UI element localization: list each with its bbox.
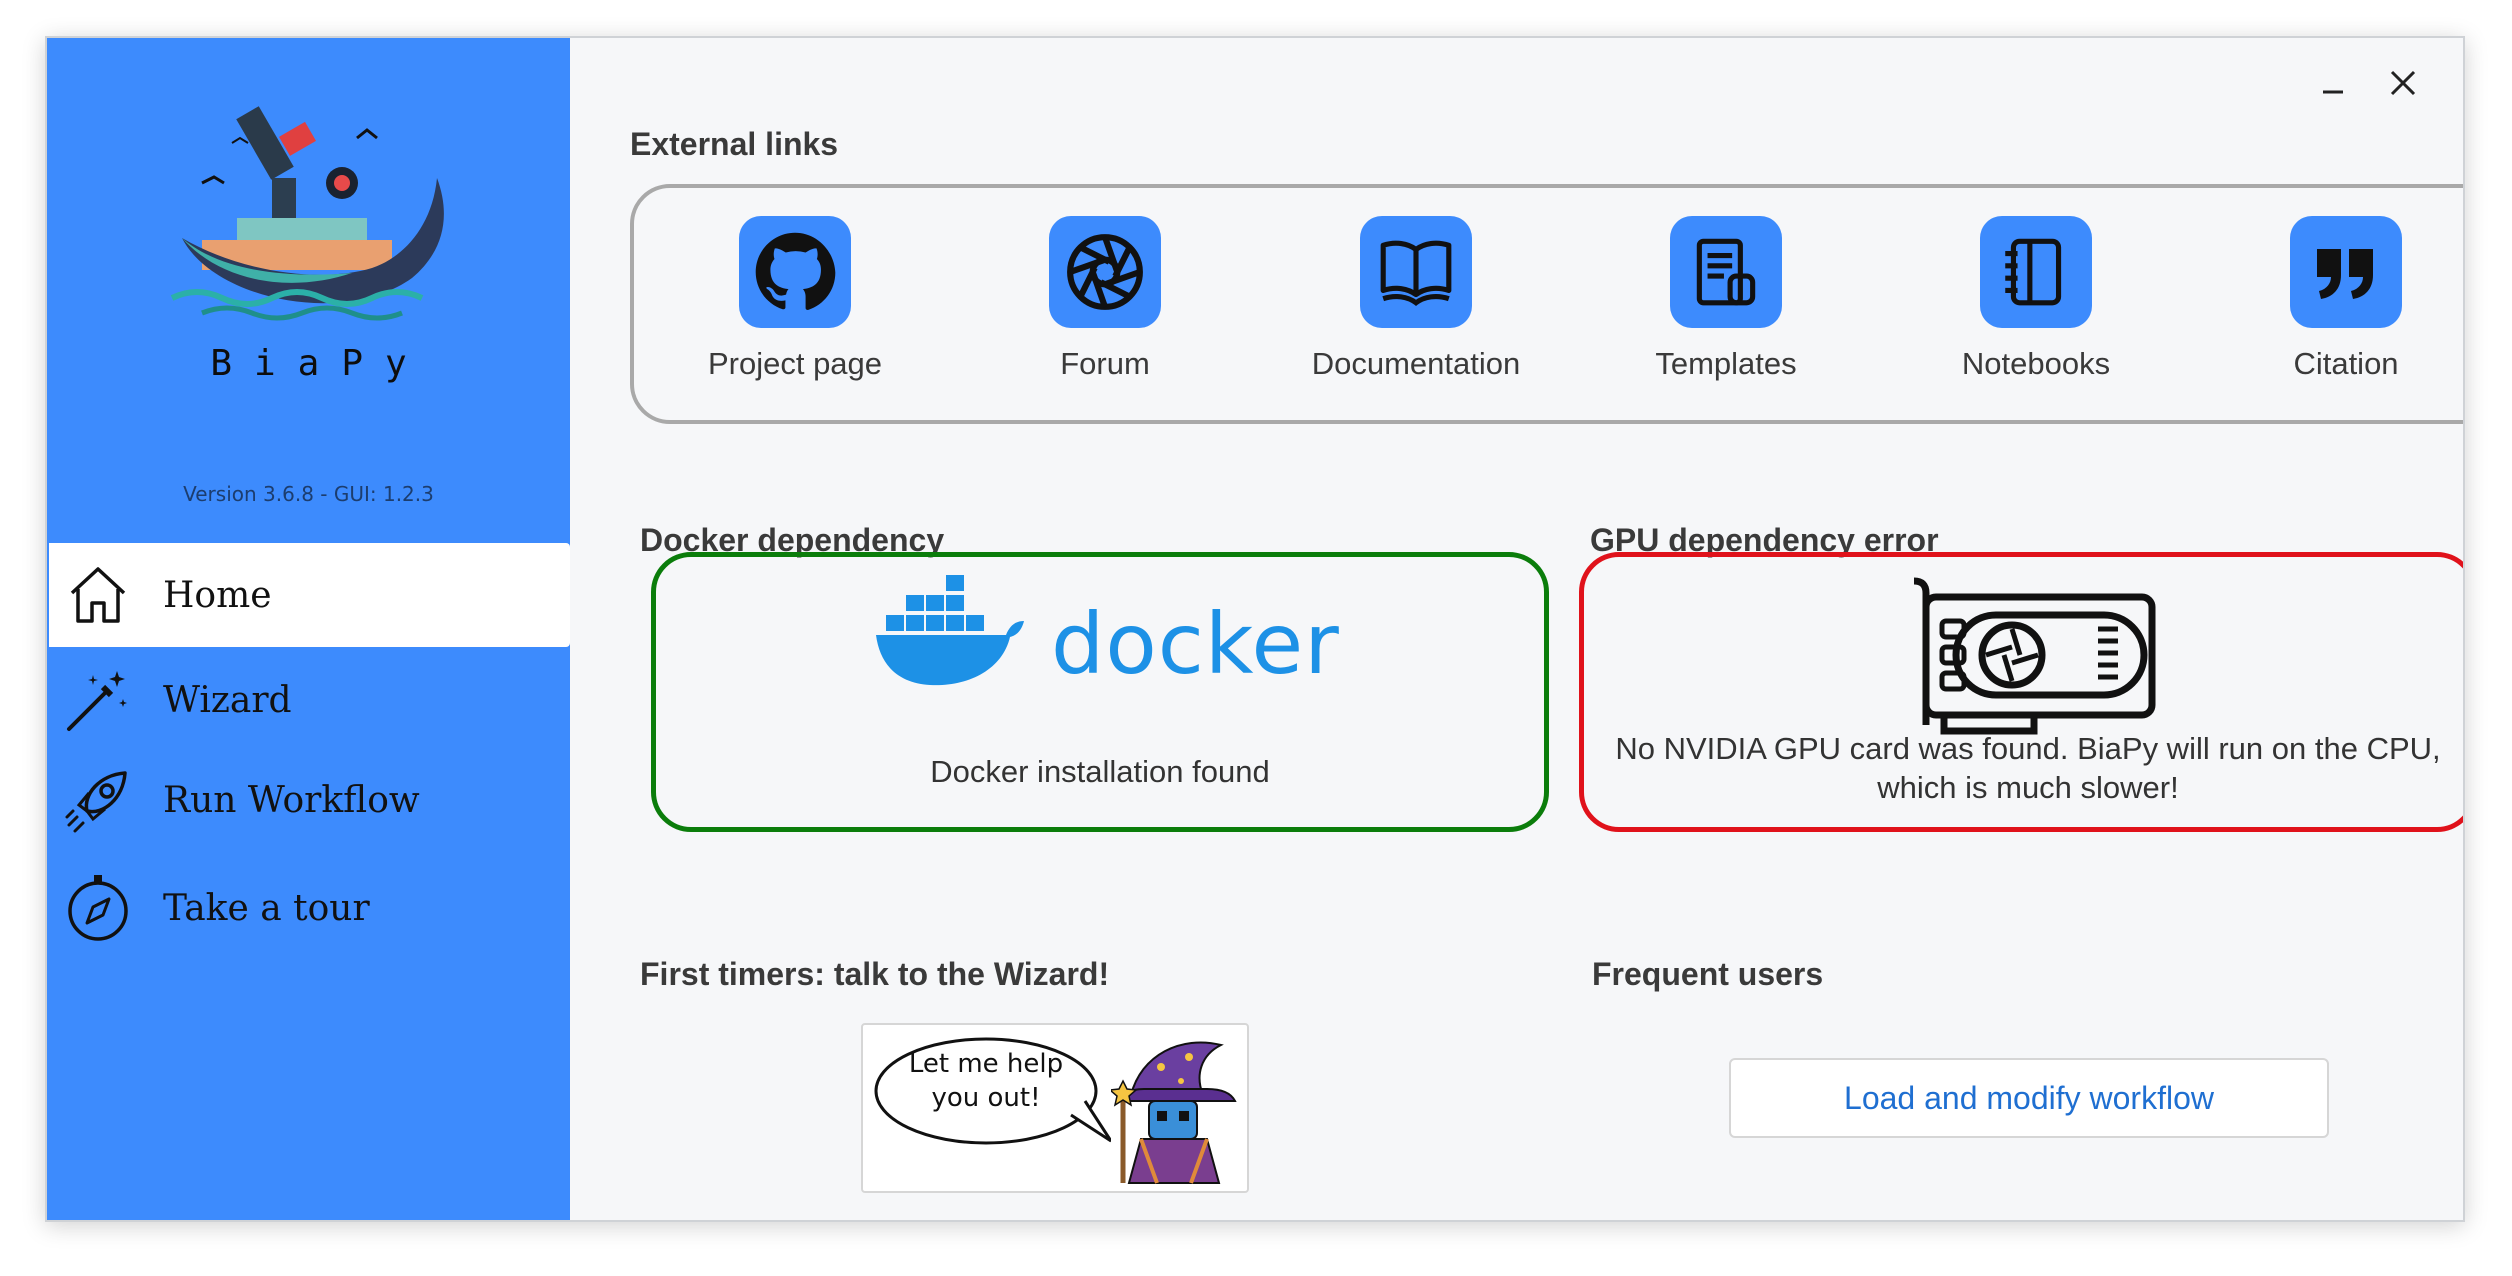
external-links-title: External links <box>630 126 839 162</box>
load-modify-workflow-button[interactable]: Load and modify workflow <box>1729 1058 2329 1138</box>
close-button[interactable] <box>2378 58 2428 108</box>
docker-logo-text: docker <box>1051 595 1340 693</box>
link-notebooks[interactable]: Notebooks <box>1911 216 2161 382</box>
quote-icon <box>2290 216 2402 328</box>
frequent-users-title: Frequent users <box>1592 956 1824 992</box>
speech-line-1: Let me help <box>908 1049 1064 1079</box>
templates-icon <box>1670 216 1782 328</box>
biapy-logo <box>170 106 444 321</box>
link-project-page[interactable]: Project page <box>670 216 920 382</box>
sidebar-item-label: Home <box>163 574 272 616</box>
sidebar: BiaPy Version 3.6.8 - GUI: 1.2.3 Home Wi… <box>47 38 570 1220</box>
speech-bubble-icon <box>874 1037 1111 1145</box>
docker-status-panel: docker Docker installation found <box>651 552 1549 832</box>
docker-whale-icon <box>876 575 1024 686</box>
link-label: Notebooks <box>1961 346 2111 381</box>
gpu-status-text: No NVIDIA GPU card was found. BiaPy will… <box>1615 731 2441 805</box>
close-icon <box>2390 70 2416 96</box>
link-forum[interactable]: Forum <box>980 216 1230 382</box>
version-label: Version 3.6.8 - GUI: 1.2.3 <box>183 482 434 506</box>
external-links-panel: Project page Forum <box>630 184 2463 424</box>
compass-icon <box>63 873 133 943</box>
speech-line-2: you out! <box>931 1083 1041 1113</box>
wizard-card-button[interactable]: Let me help you out! <box>861 1023 1249 1193</box>
gpu-card-icon <box>1913 577 2156 735</box>
minimize-button[interactable] <box>2308 58 2358 108</box>
link-label: Templates <box>1655 346 1797 381</box>
speech-bubble-text: Let me help you out! <box>871 1047 1101 1115</box>
sidebar-item-label: Wizard <box>163 679 292 721</box>
wizard-robot-icon <box>1111 1041 1237 1184</box>
sidebar-item-take-a-tour[interactable]: Take a tour <box>49 856 570 960</box>
github-icon <box>739 216 851 328</box>
forum-icon <box>1049 216 1161 328</box>
notebook-icon <box>1980 216 2092 328</box>
book-icon <box>1360 216 1472 328</box>
link-label: Citation <box>2293 346 2399 381</box>
rocket-icon <box>63 765 133 835</box>
gpu-status-panel: No NVIDIA GPU card was found. BiaPy will… <box>1579 552 2463 832</box>
link-templates[interactable]: Templates <box>1601 216 1851 382</box>
link-label: Forum <box>1060 346 1150 381</box>
minimize-icon <box>2323 90 2343 94</box>
brand-name: BiaPy <box>210 343 429 384</box>
magic-wand-icon <box>63 665 133 735</box>
app-window: BiaPy Version 3.6.8 - GUI: 1.2.3 Home Wi… <box>45 36 2465 1222</box>
first-timers-title: First timers: talk to the Wizard! <box>640 956 1110 992</box>
home-icon <box>63 560 133 630</box>
sidebar-item-label: Run Workflow <box>163 779 420 821</box>
sidebar-item-label: Take a tour <box>163 887 370 929</box>
sidebar-item-home[interactable]: Home <box>49 543 570 647</box>
sidebar-item-wizard[interactable]: Wizard <box>49 648 570 752</box>
main-content: External links Project page <box>570 38 2463 1220</box>
sidebar-item-run-workflow[interactable]: Run Workflow <box>49 748 570 852</box>
link-label: Project page <box>707 346 883 381</box>
link-citation[interactable]: Citation <box>2221 216 2463 382</box>
link-documentation[interactable]: Documentation <box>1291 216 1541 382</box>
docker-status-text: Docker installation found <box>930 754 1270 789</box>
link-label: Documentation <box>1311 346 1521 381</box>
